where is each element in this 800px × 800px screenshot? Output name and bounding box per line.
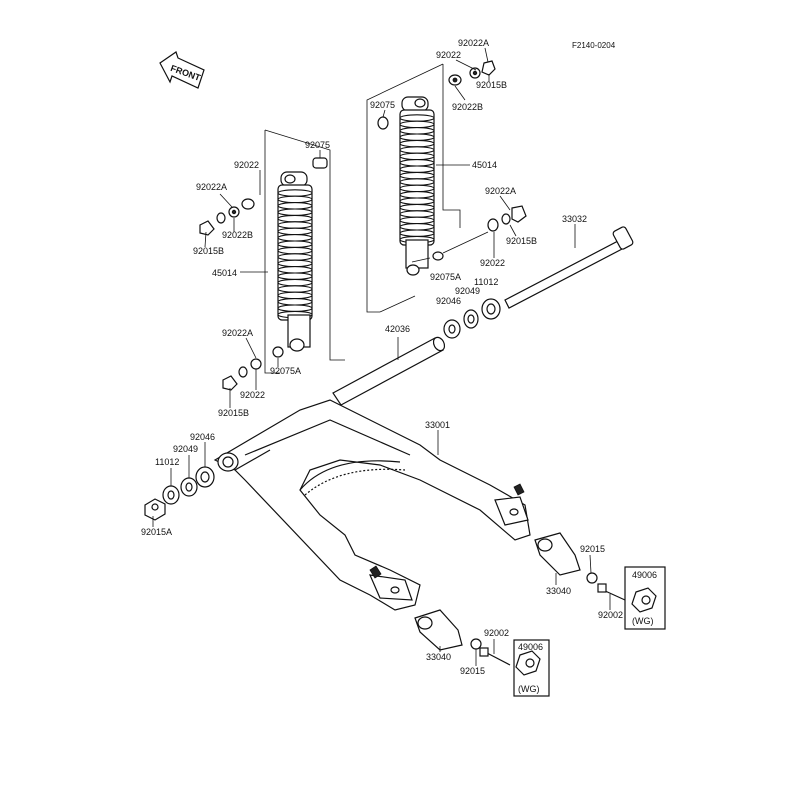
front-arrow-icon: FRONT (159, 51, 205, 89)
label-92022-left: 92022 (234, 160, 259, 170)
label-33040-right: 33040 (546, 586, 571, 596)
label-92049-right: 92049 (455, 286, 480, 296)
label-92075a-left: 92075A (270, 366, 301, 376)
label-92022-top: 92022 (436, 50, 461, 60)
label-92046-left: 92046 (190, 432, 215, 442)
label-92049-left: 92049 (173, 444, 198, 454)
spring-coil (399, 127, 435, 135)
spring-coil (399, 133, 435, 141)
spring-coil (399, 229, 435, 237)
spring-coil (399, 184, 435, 193)
swing-arm (213, 399, 531, 611)
label-92015a: 92015A (141, 527, 172, 537)
spring-coil (399, 178, 435, 186)
diagram-code: F2140-0204 (572, 41, 616, 50)
spring-coil (399, 197, 435, 205)
spring-coil (399, 203, 435, 212)
left-shock-absorber (199, 129, 345, 391)
label-wg-right: (WG) (632, 616, 654, 626)
label-45014-right: 45014 (472, 160, 497, 170)
spring-coil (277, 208, 313, 216)
spring-coil (277, 259, 313, 268)
label-92022a-lower: 92022A (222, 328, 253, 338)
spring-coil (277, 221, 313, 229)
label-92022-lower: 92022 (240, 390, 265, 400)
spring-coil (277, 189, 313, 197)
spring-coil (399, 114, 435, 122)
label-92075-right: 92075 (370, 100, 395, 110)
spring-coil (277, 298, 313, 306)
label-92002-left: 92002 (484, 628, 509, 638)
label-11012-left: 11012 (155, 457, 179, 467)
label-92046-right: 92046 (436, 296, 461, 306)
left-pivot-bearings (144, 466, 215, 521)
spring-coil (399, 223, 435, 231)
spring-coil (277, 246, 313, 255)
right-pivot-bearings (443, 298, 501, 339)
label-92015b-left: 92015B (193, 246, 224, 256)
label-45014-left: 45014 (212, 268, 237, 278)
label-92022b-left: 92022B (222, 230, 253, 240)
leader-lines (152, 47, 611, 666)
label-92015b-right: 92015B (506, 236, 537, 246)
spring-coil (399, 152, 435, 161)
spring-coil (277, 214, 313, 223)
spring-coil (277, 266, 313, 274)
spring-coil (277, 278, 313, 287)
label-92015-left: 92015 (460, 666, 485, 676)
label-33040-left: 33040 (426, 652, 451, 662)
label-92015b-lower: 92015B (218, 408, 249, 418)
spring-coil (277, 304, 313, 312)
spring-coil (277, 227, 313, 236)
spring-coil (399, 216, 435, 225)
label-49006-left: 49006 (518, 642, 543, 652)
chain-adjuster-right (534, 532, 666, 630)
label-33001: 33001 (425, 420, 450, 430)
spring-coil (277, 240, 313, 248)
sleeve (332, 336, 446, 406)
spring-coil (277, 253, 313, 261)
label-92022a-right: 92022A (485, 186, 516, 196)
pivot-shaft (504, 224, 634, 309)
label-49006-right: 49006 (632, 570, 657, 580)
part-labels: 92022A 92022 92022B 92015B 92075 45014 9… (141, 38, 657, 694)
spring-coil (399, 139, 435, 148)
spring-coil (277, 272, 313, 280)
label-33032: 33032 (562, 214, 587, 224)
spring-coil (277, 234, 313, 242)
spring-coil (399, 165, 435, 173)
spring-coil (399, 159, 435, 167)
label-92075a-right: 92075A (430, 272, 461, 282)
label-42036: 42036 (385, 324, 410, 334)
label-92022a-left: 92022A (196, 182, 227, 192)
label-92022a-top: 92022A (458, 38, 489, 48)
spring-coil (399, 120, 435, 129)
label-92002-right: 92002 (598, 610, 623, 620)
spring-coil (399, 210, 435, 218)
label-92015b-top: 92015B (476, 80, 507, 90)
spring-coil (277, 195, 313, 204)
spring-coil (399, 191, 435, 199)
label-92022b-top: 92022B (452, 102, 483, 112)
spring-coil (277, 285, 313, 293)
spring-coil (277, 202, 313, 210)
label-92015-right: 92015 (580, 544, 605, 554)
right-shock-absorber (366, 60, 527, 313)
label-wg-left: (WG) (518, 684, 540, 694)
label-92022-right: 92022 (480, 258, 505, 268)
spring-coil (277, 291, 313, 300)
spring-coil (399, 171, 435, 180)
spring-coil (399, 146, 435, 154)
chain-adjuster-left (414, 609, 550, 697)
label-11012-right: 11012 (474, 277, 498, 287)
label-92075-left: 92075 (305, 140, 330, 150)
